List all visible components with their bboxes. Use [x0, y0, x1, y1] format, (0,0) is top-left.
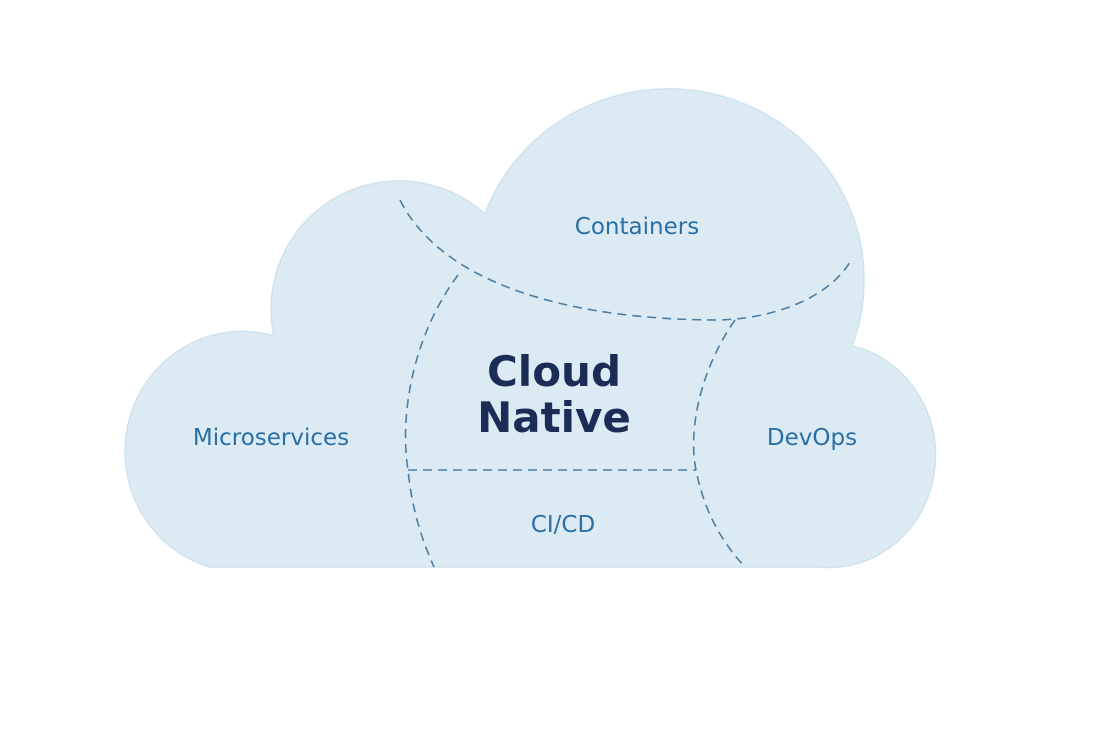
- containers-divider: [399, 199, 851, 321]
- containers-label: Containers: [575, 214, 699, 240]
- devops-divider: [692, 319, 746, 568]
- microservices-divider: [404, 274, 459, 568]
- title-line-2: Native: [477, 393, 631, 442]
- title-line-1: Cloud: [487, 347, 621, 396]
- devops-label: DevOps: [767, 425, 857, 451]
- microservices-label: Microservices: [193, 425, 349, 451]
- cloud-shape: [124, 88, 937, 569]
- cicd-label: CI/CD: [531, 512, 595, 538]
